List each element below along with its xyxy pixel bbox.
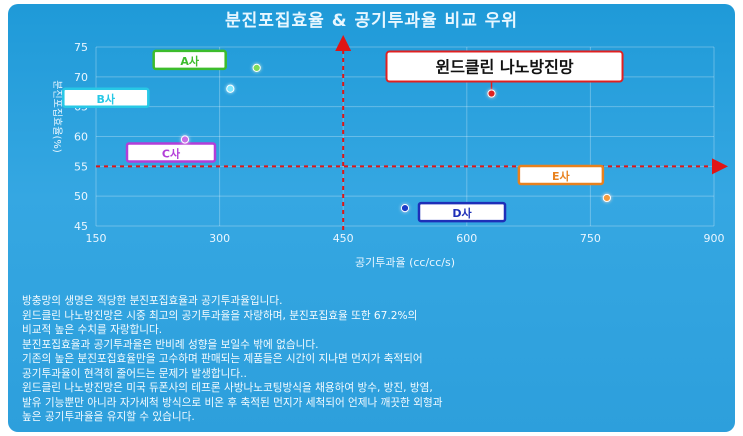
description-text: 방충망의 생명은 적당한 분진포집효율과 공기투과율입니다. 윈드클린 나노방진…: [22, 294, 722, 425]
data-point: [226, 84, 235, 93]
description-line: 분진포집효율과 공기투과율은 반비례 성향을 보일수 밖에 없습니다.: [22, 338, 319, 351]
description-line: 방충망의 생명은 적당한 분진포집효율과 공기투과율입니다.: [22, 295, 283, 307]
y-axis-label: 분진포집효율(%): [51, 80, 63, 153]
series-label-text: C사: [162, 146, 181, 160]
description-line: 비교적 높은 수치를 자랑합니다.: [22, 324, 163, 336]
info-panel: 분진포집효율 & 공기투과율 비교 우위 4550556065707515030…: [8, 4, 735, 432]
x-tick-label: 300: [209, 232, 230, 245]
series-label-text: E사: [552, 169, 571, 183]
description-line: 기존의 높은 분진포집효율만을 고수하며 판매되는 제품들은 시간이 지나면 먼…: [22, 353, 423, 365]
description-line: 공기투과율이 현격히 줄어드는 문제가 발생합니다..: [22, 367, 247, 380]
description-line: 발유 기능뿐만 아니라 자가세척 방식으로 비온 후 축적된 먼지가 세척되어 …: [22, 396, 443, 409]
callout-label-windclean: 윈드클린 나노방진망: [435, 58, 573, 77]
series-label-box: [62, 87, 150, 109]
x-tick-label: 900: [704, 232, 725, 245]
x-tick-label: 750: [580, 232, 601, 245]
description-line: 윈드클린 나노방진망은 시중 최고의 공기투과율을 자랑하며, 분진포집효율 또…: [22, 309, 418, 322]
callout-box-windclean: [385, 50, 624, 83]
data-point: [400, 204, 410, 213]
series-label-box: [417, 201, 507, 223]
chart-title: 분진포집효율 & 공기투과율 비교 우위: [224, 11, 519, 31]
x-axis-label: 공기투과율 (cc/cc/s): [355, 256, 455, 269]
series-label-text: A사: [180, 54, 200, 68]
data-point: [602, 193, 611, 203]
x-tick-label: 600: [456, 232, 477, 245]
y-tick-label: 50: [74, 190, 88, 203]
description-line: 높은 공기투과율을 유지할 수 있습니다.: [22, 411, 195, 423]
series-label-box: [517, 164, 605, 186]
series-label-box: [125, 142, 217, 163]
series-label-text: D사: [452, 206, 472, 220]
data-point: [180, 135, 190, 144]
y-tick-label: 60: [74, 131, 88, 144]
x-tick-label: 450: [333, 232, 354, 245]
series-label-box: [152, 49, 227, 71]
y-tick-label: 70: [74, 71, 88, 84]
y-tick-label: 55: [74, 160, 88, 173]
x-tick-label: 150: [86, 232, 107, 245]
y-tick-label: 45: [74, 220, 88, 233]
data-point: [487, 89, 496, 98]
series-label-text: B사: [97, 92, 116, 106]
data-point: [252, 63, 261, 72]
y-tick-label: 75: [74, 41, 88, 54]
scatter-chart: 45505560657075150300450600750900공기투과율 (c…: [51, 35, 728, 269]
description-line: 윈드클린 나노방진망은 미국 듀폰사의 테프론 사방나노코팅방식을 채용하여 방…: [22, 382, 433, 394]
